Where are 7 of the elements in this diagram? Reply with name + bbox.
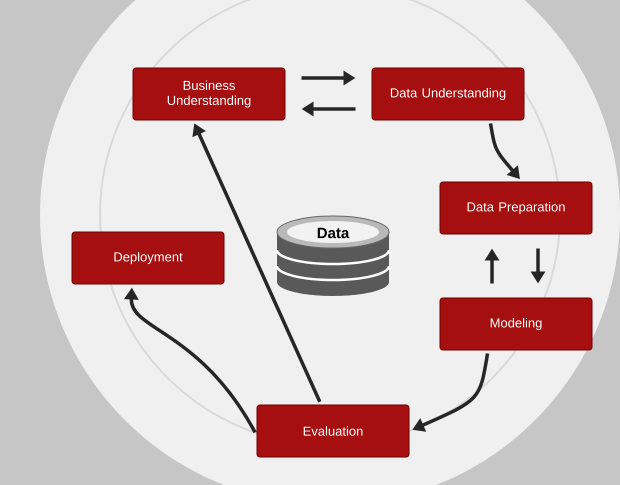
process-box: Data Understanding xyxy=(372,68,524,120)
process-box: Data Preparation xyxy=(440,182,592,234)
process-box: Modeling xyxy=(440,298,592,350)
process-box: Evaluation xyxy=(256,404,410,458)
process-box: Deployment xyxy=(72,232,224,284)
database-cylinder: Data xyxy=(276,216,390,296)
process-box: Business Understanding xyxy=(132,68,286,120)
